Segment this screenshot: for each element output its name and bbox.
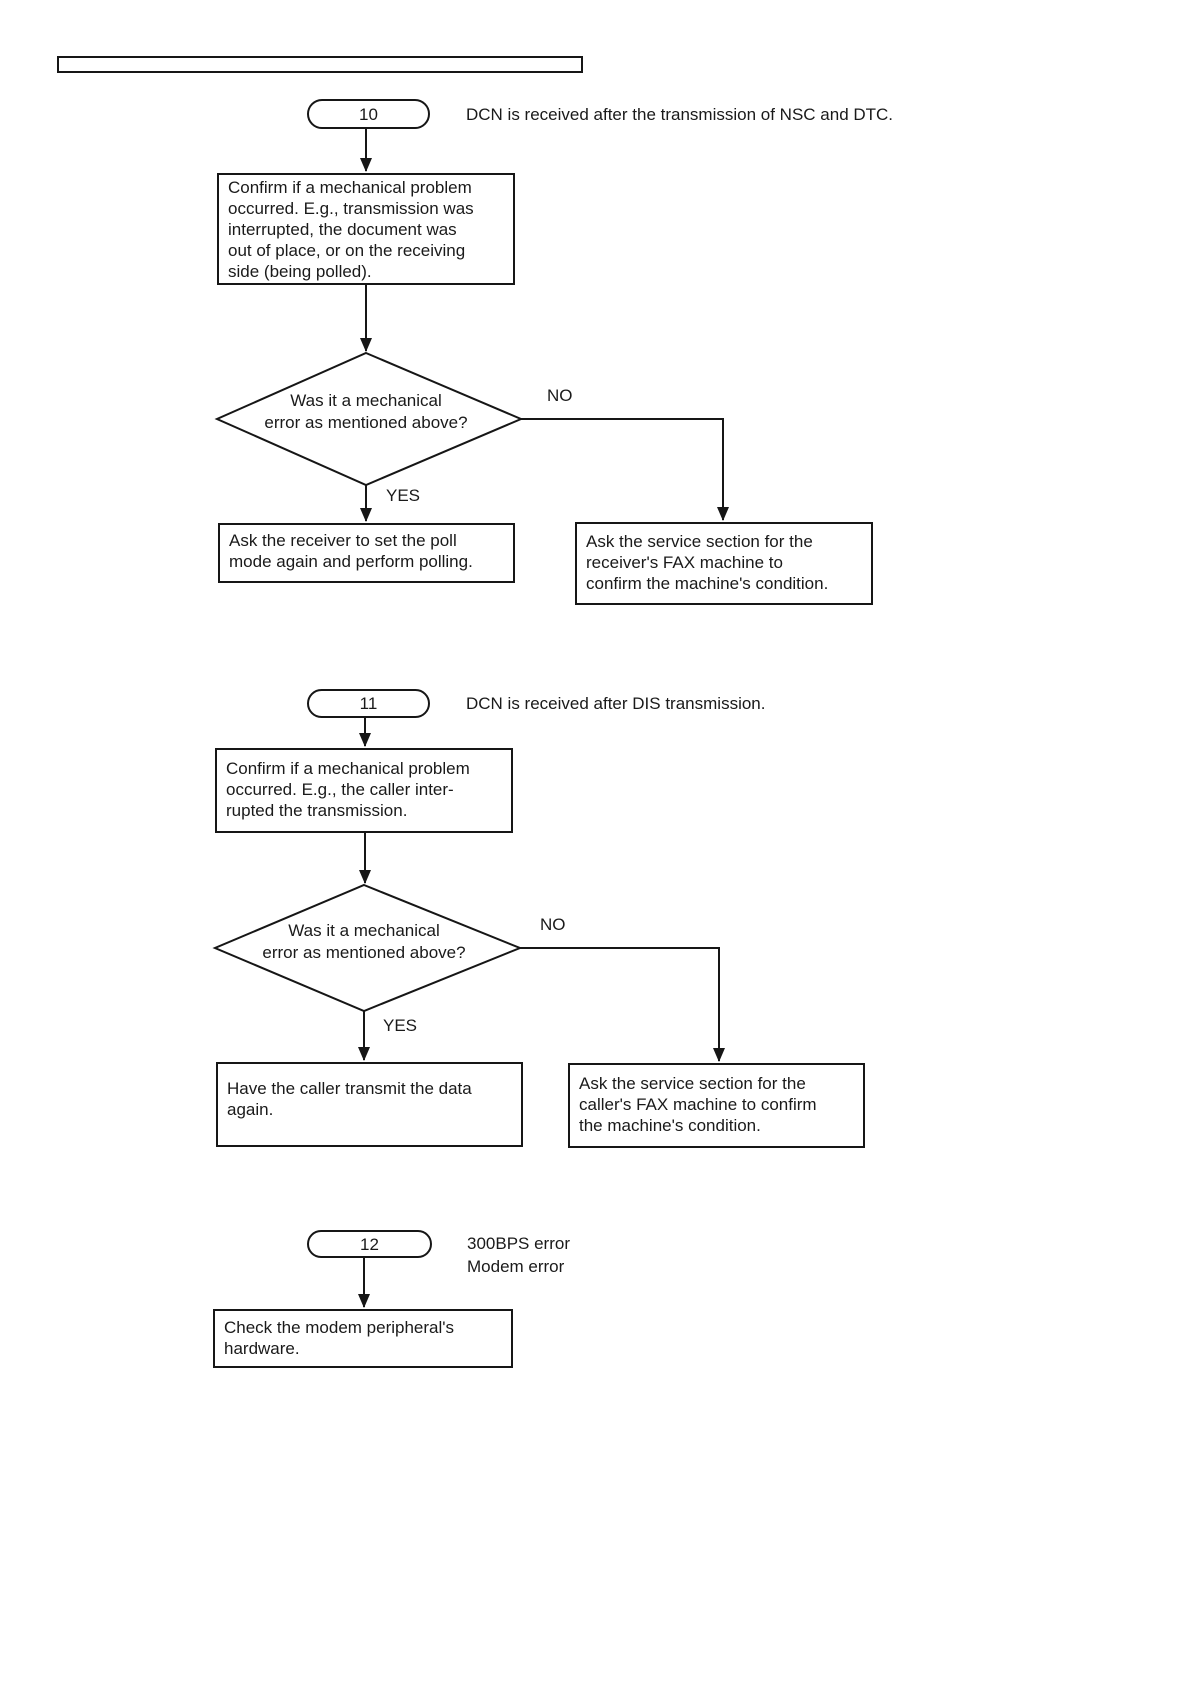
node-12-badge: 12 [307,1230,432,1258]
no-label-10: NO [547,386,573,405]
node-10-badge: 10 [307,99,430,129]
yes-action-box-11: Have the caller transmit the data again. [216,1062,523,1147]
decision-text-10: Was it a mechanical error as mentioned a… [264,391,468,432]
connector-10-no-branch [521,418,729,521]
no-action-box-10: Ask the service section for the receiver… [575,522,873,605]
step-box-12: Check the modem peripheral's hardware. [213,1309,513,1368]
header-bar [57,56,583,73]
node-12-description: 300BPS error Modem error [467,1234,570,1276]
step-box-11: Confirm if a mechanical problem occurred… [215,748,513,833]
node-12-label: 12 [360,1234,379,1254]
node-10-label: 10 [359,104,378,124]
yes-label-11: YES [383,1016,418,1035]
no-label-11: NO [540,915,566,934]
connector-11-no-branch [520,947,725,1062]
node-10-description: DCN is received after the transmission o… [466,105,894,124]
decision-text-11: Was it a mechanical error as mentioned a… [262,921,466,962]
no-action-box-11: Ask the service section for the caller's… [568,1063,865,1148]
yes-action-box-10: Ask the receiver to set the poll mode ag… [218,523,515,583]
yes-label-10: YES [386,486,421,505]
step-box-10: Confirm if a mechanical problem occurred… [217,173,515,285]
node-11-label: 11 [359,694,378,713]
node-11-badge: 11 [307,689,430,718]
node-11-description: DCN is received after DIS transmission. [466,694,766,713]
